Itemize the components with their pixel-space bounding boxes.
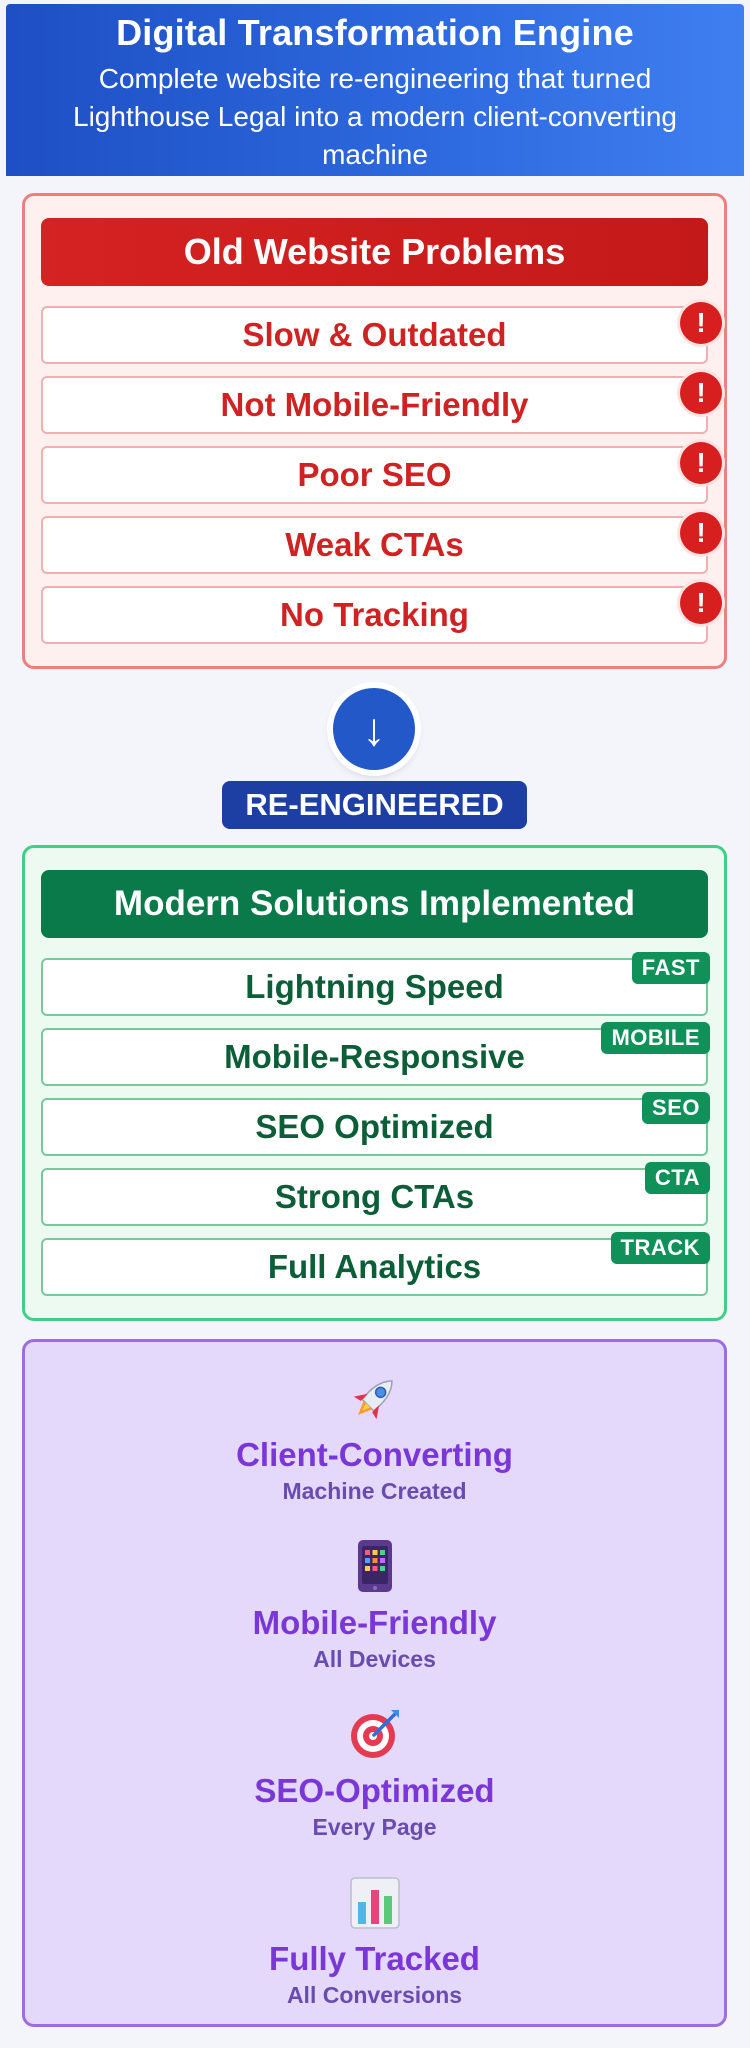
page-title: Digital Transformation Engine	[116, 12, 634, 53]
problem-label: Weak CTAs	[285, 526, 464, 563]
alert-icon: !	[680, 442, 722, 484]
result-title: Fully Tracked	[269, 1940, 480, 1977]
solution-label: Lightning Speed	[245, 968, 504, 1005]
result-title: SEO-Optimized	[254, 1772, 495, 1809]
problem-label: Poor SEO	[297, 456, 452, 493]
problem-row: Poor SEO !	[41, 442, 722, 504]
page-subtitle: Complete website re-engineering that tur…	[73, 63, 677, 170]
mobile-phone-icon	[25, 1536, 724, 1596]
old-problems-panel: Old Website Problems Slow & Outdated ! N…	[22, 193, 727, 669]
solution-label: Mobile-Responsive	[224, 1038, 525, 1075]
alert-icon: !	[680, 302, 722, 344]
rocket-icon	[25, 1368, 724, 1428]
solution-tag: FAST	[631, 952, 710, 984]
solution-label: Strong CTAs	[274, 1178, 475, 1215]
result-title: Mobile-Friendly	[252, 1604, 497, 1641]
problem-label: No Tracking	[280, 596, 469, 633]
reengineered-badge: RE-ENGINEERED	[222, 781, 527, 829]
result-subtitle: Every Page	[312, 1814, 437, 1840]
solution-label: Full Analytics	[267, 1248, 482, 1285]
result-item: SEO-Optimized Every Page	[25, 1704, 724, 1841]
solution-row: Strong CTAs CTA	[41, 1162, 710, 1226]
result-title: Client-Converting	[236, 1436, 513, 1473]
problem-row: Weak CTAs !	[41, 512, 722, 574]
alert-icon: !	[680, 582, 722, 624]
problem-row: Slow & Outdated !	[41, 302, 722, 364]
result-subtitle: All Conversions	[286, 1982, 463, 2008]
problem-row: Not Mobile-Friendly !	[41, 372, 722, 434]
problem-label: Not Mobile-Friendly	[220, 386, 529, 423]
modern-solutions-panel: Modern Solutions Implemented Lightning S…	[22, 845, 727, 1321]
target-icon	[25, 1704, 724, 1764]
alert-icon: !	[680, 512, 722, 554]
solution-tag: SEO	[642, 1092, 710, 1124]
solution-tag: CTA	[644, 1162, 710, 1194]
solution-label: SEO Optimized	[255, 1108, 494, 1145]
alert-icon: !	[680, 372, 722, 414]
result-subtitle: Machine Created	[282, 1478, 467, 1504]
results-panel: Client-Converting Machine Created	[22, 1339, 727, 2027]
solution-row: Mobile-Responsive MOBILE	[41, 1022, 710, 1086]
solution-row: Lightning Speed FAST	[41, 952, 710, 1016]
result-subtitle: All Devices	[313, 1646, 436, 1672]
bar-chart-icon	[25, 1872, 724, 1932]
header-banner: Digital Transformation Engine Complete w…	[6, 4, 744, 176]
problem-row: No Tracking !	[41, 582, 722, 644]
solution-tag: MOBILE	[601, 1022, 710, 1054]
solution-row: Full Analytics TRACK	[41, 1232, 710, 1296]
result-item: Mobile-Friendly All Devices	[25, 1536, 724, 1673]
arrow-down-icon: ↓	[333, 688, 415, 770]
solutions-heading: Modern Solutions Implemented	[41, 870, 708, 938]
solution-tag: TRACK	[610, 1232, 710, 1264]
problems-heading: Old Website Problems	[41, 218, 708, 286]
result-item: Client-Converting Machine Created	[25, 1368, 724, 1505]
result-item: Fully Tracked All Conversions	[25, 1872, 724, 2009]
solution-row: SEO Optimized SEO	[41, 1092, 710, 1156]
problem-label: Slow & Outdated	[242, 316, 507, 353]
